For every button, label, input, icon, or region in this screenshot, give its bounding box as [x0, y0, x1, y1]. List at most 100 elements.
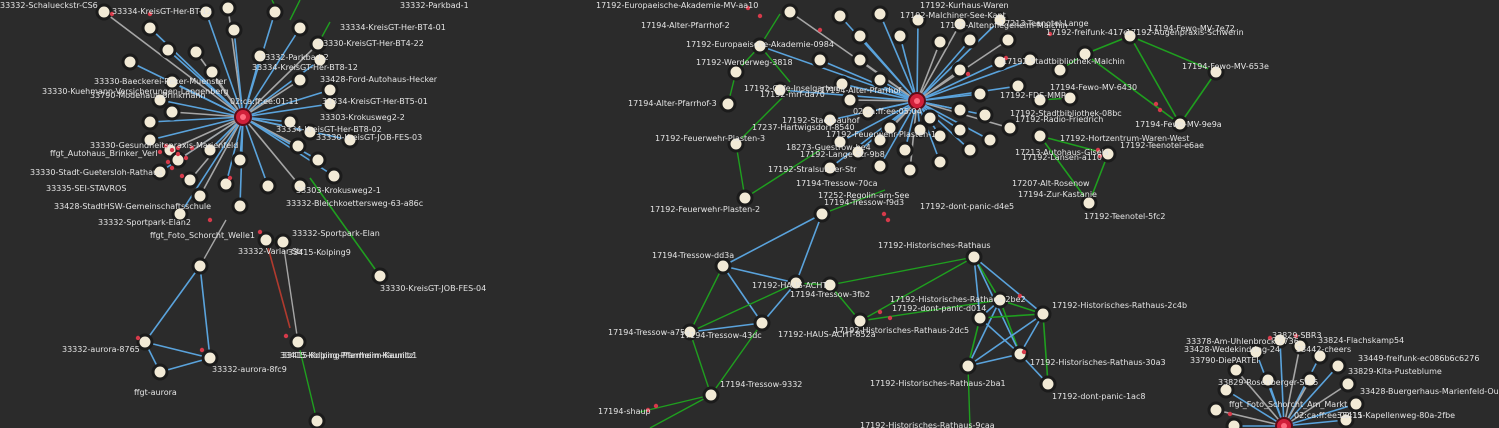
node-marker[interactable] — [931, 127, 949, 145]
node-marker[interactable] — [813, 205, 831, 223]
node-marker[interactable] — [849, 143, 867, 161]
node-marker[interactable] — [871, 71, 889, 89]
node-marker[interactable] — [911, 121, 929, 139]
node-marker[interactable] — [781, 3, 799, 21]
node-marker[interactable] — [191, 187, 209, 205]
node-marker[interactable] — [871, 131, 889, 149]
node-marker[interactable] — [191, 257, 209, 275]
node-marker[interactable] — [999, 31, 1017, 49]
node-marker[interactable] — [151, 163, 169, 181]
node-marker[interactable] — [702, 386, 720, 404]
node-marker[interactable] — [931, 153, 949, 171]
node-marker[interactable] — [309, 151, 327, 169]
node-marker[interactable] — [831, 133, 849, 151]
node-marker[interactable] — [231, 151, 249, 169]
node-marker[interactable] — [141, 131, 159, 149]
node-marker[interactable] — [965, 248, 983, 266]
node-marker[interactable] — [159, 41, 177, 59]
node-marker[interactable] — [325, 167, 343, 185]
node-marker[interactable] — [281, 113, 299, 131]
node-marker[interactable] — [831, 7, 849, 25]
node-marker[interactable] — [821, 111, 839, 129]
node-marker[interactable] — [289, 333, 307, 351]
node-marker[interactable] — [736, 189, 754, 207]
node-marker[interactable] — [976, 106, 994, 124]
node-marker[interactable] — [833, 75, 851, 93]
node-marker[interactable] — [163, 73, 181, 91]
node-marker[interactable] — [1259, 371, 1277, 389]
node-marker[interactable] — [1051, 61, 1069, 79]
node-marker[interactable] — [251, 47, 269, 65]
node-marker[interactable] — [321, 95, 339, 113]
node-marker[interactable] — [787, 274, 805, 292]
node-marker[interactable] — [141, 19, 159, 37]
node-marker[interactable] — [151, 91, 169, 109]
node-marker[interactable] — [851, 312, 869, 330]
node-marker[interactable] — [201, 349, 219, 367]
node-marker[interactable] — [1271, 331, 1289, 349]
node-marker[interactable] — [1121, 27, 1139, 45]
node-marker[interactable] — [217, 175, 235, 193]
node-marker[interactable] — [961, 31, 979, 49]
node-marker[interactable] — [321, 81, 339, 99]
node-marker[interactable] — [851, 51, 869, 69]
node-marker[interactable] — [951, 61, 969, 79]
node-marker[interactable] — [719, 95, 737, 113]
node-marker[interactable] — [1021, 51, 1039, 69]
node-marker[interactable] — [871, 157, 889, 175]
node-marker[interactable] — [896, 141, 914, 159]
node-marker[interactable] — [1337, 411, 1355, 428]
node-marker[interactable] — [203, 63, 221, 81]
node-marker[interactable] — [991, 53, 1009, 71]
node-marker[interactable] — [901, 161, 919, 179]
node-marker[interactable] — [1329, 357, 1347, 375]
node-marker[interactable] — [1247, 343, 1265, 361]
node-marker[interactable] — [727, 135, 745, 153]
node-marker[interactable] — [951, 101, 969, 119]
node-marker[interactable] — [301, 123, 319, 141]
node-marker[interactable] — [1291, 337, 1309, 355]
node-marker[interactable] — [821, 276, 839, 294]
node-marker[interactable] — [201, 141, 219, 159]
node-marker[interactable] — [197, 3, 215, 21]
node-marker[interactable] — [991, 11, 1009, 29]
node-marker[interactable] — [727, 63, 745, 81]
node-marker[interactable] — [921, 109, 939, 127]
node-marker[interactable] — [981, 131, 999, 149]
node-marker[interactable] — [291, 19, 309, 37]
node-marker[interactable] — [1039, 375, 1057, 393]
node-marker[interactable] — [231, 197, 249, 215]
node-marker[interactable] — [1031, 91, 1049, 109]
node-marker[interactable] — [951, 15, 969, 33]
node-marker[interactable] — [219, 0, 237, 17]
node-marker[interactable] — [341, 131, 359, 149]
node-marker[interactable] — [821, 159, 839, 177]
node-marker[interactable] — [1301, 371, 1319, 389]
node-marker[interactable] — [991, 291, 1009, 309]
node-marker[interactable] — [811, 51, 829, 69]
node-marker[interactable] — [1061, 89, 1079, 107]
node-marker[interactable] — [1076, 45, 1094, 63]
node-marker[interactable] — [308, 412, 326, 428]
node-marker[interactable] — [1227, 361, 1245, 379]
node-marker[interactable] — [771, 81, 789, 99]
node-marker[interactable] — [289, 137, 307, 155]
node-marker[interactable] — [225, 21, 243, 39]
node-marker[interactable] — [961, 141, 979, 159]
node-marker[interactable] — [181, 171, 199, 189]
node-marker[interactable] — [141, 113, 159, 131]
node-marker[interactable] — [1347, 395, 1365, 413]
node-marker[interactable] — [1225, 417, 1243, 428]
node-marker[interactable] — [274, 233, 292, 251]
node-marker[interactable] — [871, 5, 889, 23]
node-marker[interactable] — [1001, 119, 1019, 137]
node-marker[interactable] — [151, 363, 169, 381]
node-marker[interactable] — [881, 119, 899, 137]
node-marker[interactable] — [1207, 63, 1225, 81]
node-marker[interactable] — [971, 85, 989, 103]
node-marker[interactable] — [851, 27, 869, 45]
node-marker[interactable] — [1339, 375, 1357, 393]
node-marker[interactable] — [909, 11, 927, 29]
node-marker[interactable] — [291, 177, 309, 195]
